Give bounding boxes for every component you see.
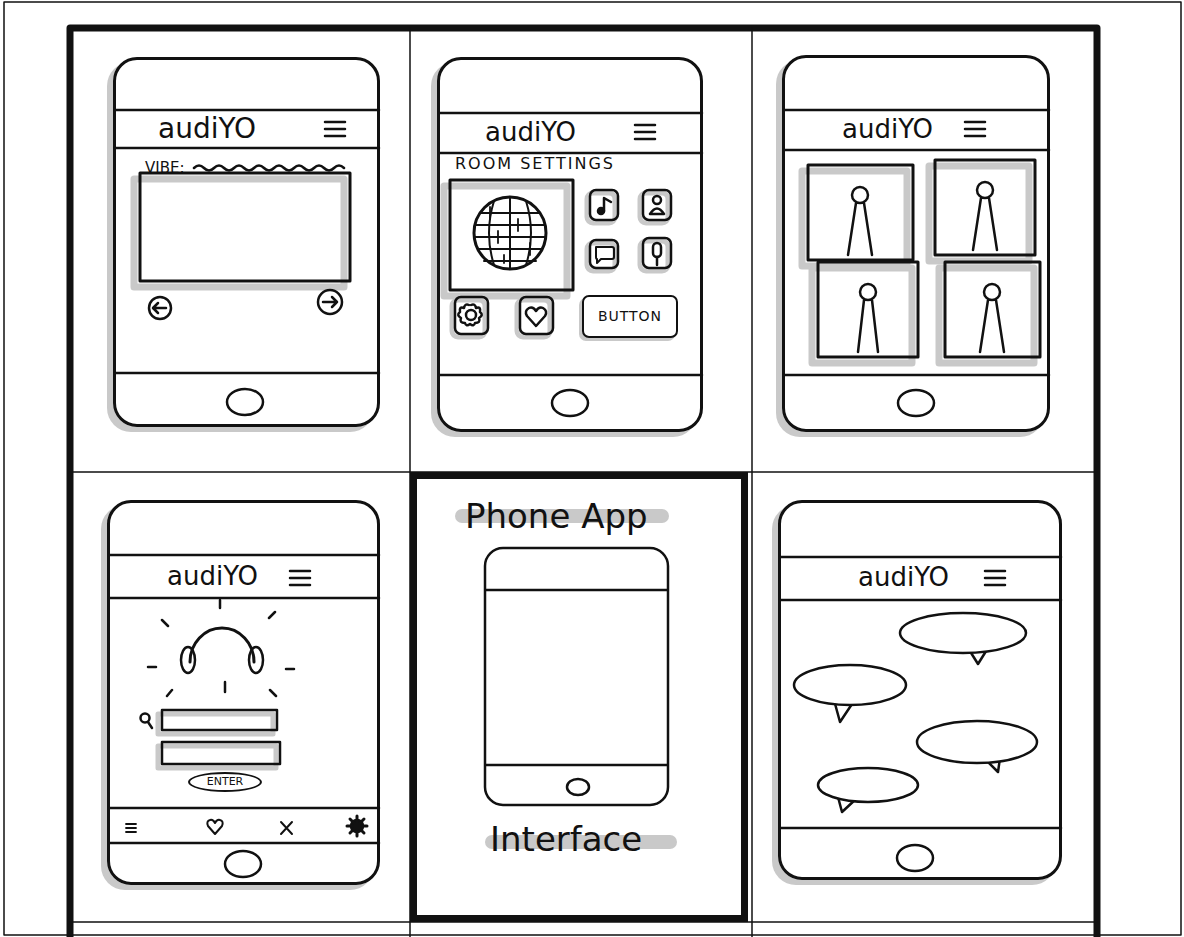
button-box: BUTTON (582, 295, 678, 338)
app-title: audiYO (167, 562, 258, 592)
grid-line (751, 28, 753, 937)
button-label: ENTER (207, 776, 244, 789)
phone-details (779, 557, 1061, 871)
phone-screen: audiYO ROOM SETTINGS BUTTON (437, 57, 703, 432)
app-title: audiYO (158, 113, 256, 145)
phone-screen: audiYO (778, 500, 1062, 880)
sheet-border (4, 2, 1181, 935)
grid-frame (70, 28, 1097, 937)
phone-outline-sketch (462, 516, 670, 842)
phone-screen: audiYO (782, 55, 1050, 432)
app-title: audiYO (842, 115, 933, 145)
title-panel: Phone AppInterface (410, 472, 748, 922)
vibe-label: VIBE: (145, 160, 185, 177)
panel-heading: Phone App (465, 497, 648, 536)
app-title: audiYO (858, 563, 949, 593)
phone-screen: audiYO VIBE: (113, 57, 380, 427)
button-label: BUTTON (598, 308, 662, 324)
phone-details (438, 113, 702, 416)
panel-heading: Interface (490, 820, 642, 859)
app-title: audiYO (485, 118, 576, 148)
phone-screen: audiYO ENTER (107, 500, 380, 885)
section-heading: ROOM SETTINGS (455, 155, 615, 173)
enter-button: ENTER (188, 772, 262, 792)
phone-details (783, 110, 1049, 416)
phone-details (108, 555, 379, 877)
phone-details (114, 110, 379, 415)
